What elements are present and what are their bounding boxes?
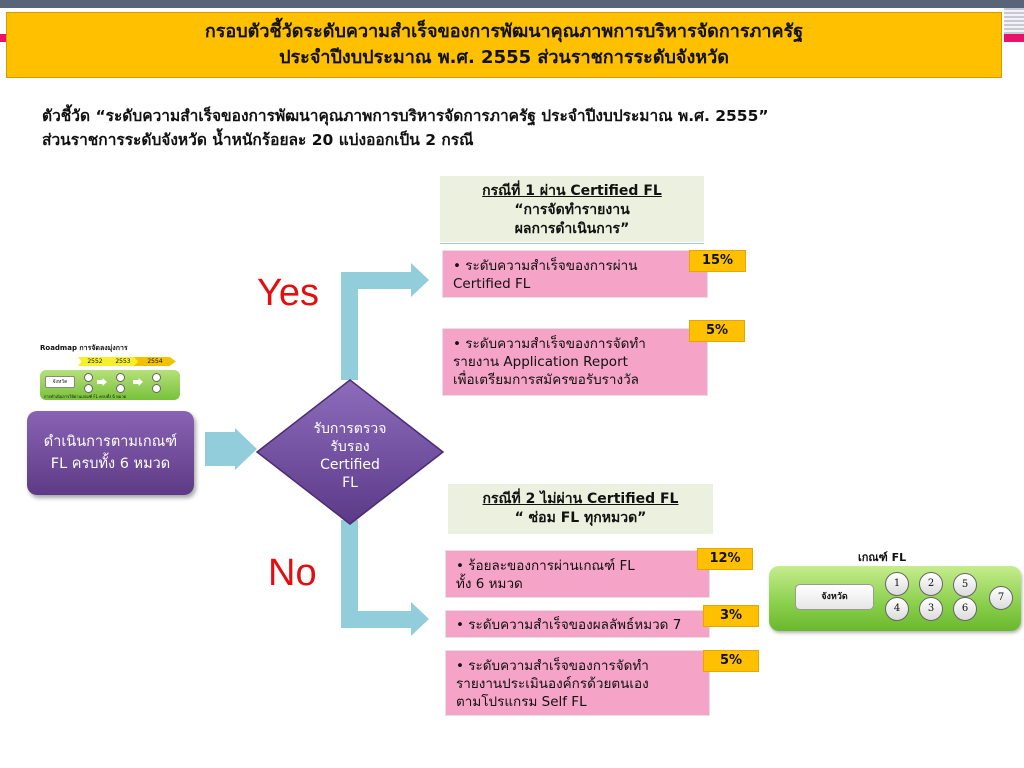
case1-heading: กรณีที่ 1 ผ่าน Certified FL xyxy=(482,183,662,199)
arrow-to-decision-head xyxy=(235,428,257,470)
case1-item-1-line-2: Certified FL xyxy=(453,276,531,292)
case2-item-3: • ระดับความสำเร็จของการจัดทำ รายงานประเม… xyxy=(445,650,710,716)
roadmap-year-1: 2552 xyxy=(78,357,112,366)
slide-title: กรอบตัวชี้วัดระดับความสำเร็จของการพัฒนาค… xyxy=(6,12,1002,78)
fl-category-5: 5 xyxy=(953,573,977,597)
fl-criteria-label: เกณฑ์ FL xyxy=(858,551,907,564)
yes-arrow-head xyxy=(411,263,429,297)
case2-heading: กรณีที่ 2 ไม่ผ่าน Certified FL xyxy=(482,491,679,507)
case2-item-2: • ระดับความสำเร็จของผลลัพธ์หมวด 7 xyxy=(445,610,710,638)
case1-item-2-line-3: เพื่อเตรียมการสมัครขอรับรางวัล xyxy=(453,372,639,388)
no-label: No xyxy=(268,552,317,594)
roadmap-circle xyxy=(116,384,125,393)
case1-heading-box: กรณีที่ 1 ผ่าน Certified FL “การจัดทำราย… xyxy=(440,176,704,242)
roadmap-circle xyxy=(116,373,125,382)
case1-sub-2: ผลการดำเนินการ” xyxy=(514,221,630,237)
title-line-2: ประจำปีงบประมาณ พ.ศ. 2555 ส่วนราชการระดั… xyxy=(279,47,729,68)
title-line-1: กรอบตัวชี้วัดระดับความสำเร็จของการพัฒนาค… xyxy=(204,21,804,42)
case2-item-2-line-1: • ระดับความสำเร็จของผลลัพธ์หมวด 7 xyxy=(456,617,682,633)
case1-item-2-weight: 5% xyxy=(689,320,745,342)
decision-line-3: Certified xyxy=(320,457,380,473)
fl-category-4: 4 xyxy=(885,597,909,621)
case2-item-3-line-3: ตามโปรแกรม Self FL xyxy=(456,694,587,710)
roadmap-province: จังหวัด xyxy=(45,376,75,388)
roadmap-arrow-icon xyxy=(133,378,143,386)
roadmap-circle xyxy=(84,373,93,382)
arrow-to-decision-shaft xyxy=(205,432,235,466)
case2-sub-1: “ ซ่อม FL ทุกหมวด” xyxy=(514,510,647,526)
fl-category-7: 7 xyxy=(989,586,1013,610)
case2-item-1-weight: 12% xyxy=(697,548,753,570)
action-box-line-1: ดำเนินการตามเกณฑ์ xyxy=(43,434,178,450)
right-decorative-stripes xyxy=(1004,8,1024,34)
roadmap-year-2: 2553 xyxy=(106,357,140,366)
roadmap-arrow-icon xyxy=(97,378,107,386)
roadmap-circle xyxy=(84,384,93,393)
case2-item-3-weight: 5% xyxy=(703,650,759,672)
decision-line-1: รับการตรวจ xyxy=(313,421,387,437)
fl-category-6: 6 xyxy=(953,597,977,621)
no-connector-horizontal xyxy=(341,611,411,628)
decision-diamond xyxy=(255,379,445,525)
roadmap-title: Roadmap การจัดลงมุ่งการ xyxy=(40,344,128,352)
yes-connector-vertical xyxy=(341,272,358,380)
case1-divider xyxy=(440,243,704,244)
decision-line-4: FL xyxy=(342,475,358,491)
case1-item-2: • ระดับความสำเร็จของการจัดทำ รายงาน Appl… xyxy=(442,328,708,396)
top-decorative-bar xyxy=(0,0,1024,8)
yes-label: Yes xyxy=(257,272,319,314)
fl-category-1: 1 xyxy=(885,572,909,596)
roadmap-circle xyxy=(152,384,161,393)
indicator-line-2: ส่วนราชการระดับจังหวัด น้ำหนักร้อยละ 20 … xyxy=(42,131,474,149)
case1-item-2-line-1: • ระดับความสำเร็จของการจัดทำ xyxy=(453,336,646,352)
case1-sub-1: “การจัดทำรายงาน xyxy=(514,202,630,218)
case1-item-1: • ระดับความสำเร็จของการผ่าน Certified FL xyxy=(442,250,708,298)
roadmap-circle xyxy=(152,373,161,382)
roadmap-year-3: 2554 xyxy=(134,357,176,366)
case2-item-3-line-1: • ระดับความสำเร็จของการจัดทำ xyxy=(456,658,649,674)
fl-category-3: 3 xyxy=(919,597,943,621)
no-connector-vertical xyxy=(341,520,358,628)
indicator-description: ตัวชี้วัด “ระดับความสำเร็จของการพัฒนาคุณ… xyxy=(42,104,1002,152)
fl-category-2: 2 xyxy=(919,572,943,596)
no-arrow-head xyxy=(411,602,429,636)
yes-connector-horizontal xyxy=(341,272,411,289)
decision-text: รับการตรวจ รับรอง Certified FL xyxy=(290,420,410,492)
action-box: ดำเนินการตามเกณฑ์ FL ครบทั้ง 6 หมวด xyxy=(27,411,194,495)
case1-item-1-line-1: • ระดับความสำเร็จของการผ่าน xyxy=(453,258,638,274)
decision-line-2: รับรอง xyxy=(330,439,370,455)
case1-item-2-line-2: รายงาน Application Report xyxy=(453,354,628,370)
roadmap-caption: การดำเนินการให้ผ่านเกณฑ์ FL ครบทั้ง 6 หม… xyxy=(44,394,127,399)
action-box-line-2: FL ครบทั้ง 6 หมวด xyxy=(50,456,171,472)
case2-item-1-line-1: • ร้อยละของการผ่านเกณฑ์ FL xyxy=(456,558,635,574)
case2-heading-box: กรณีที่ 2 ไม่ผ่าน Certified FL “ ซ่อม FL… xyxy=(448,484,713,534)
indicator-line-1: ตัวชี้วัด “ระดับความสำเร็จของการพัฒนาคุณ… xyxy=(42,107,769,125)
fl-province-box: จังหวัด xyxy=(795,584,874,610)
case2-item-3-line-2: รายงานประเมินองค์กรด้วยตนเอง xyxy=(456,676,649,692)
case1-item-1-weight: 15% xyxy=(689,250,746,272)
case2-item-1: • ร้อยละของการผ่านเกณฑ์ FL ทั้ง 6 หมวด xyxy=(445,550,710,598)
case2-item-1-line-2: ทั้ง 6 หมวด xyxy=(456,576,523,592)
case2-item-2-weight: 3% xyxy=(703,605,759,627)
right-accent-stripe xyxy=(1004,34,1024,42)
left-accent-stripe xyxy=(0,34,6,42)
